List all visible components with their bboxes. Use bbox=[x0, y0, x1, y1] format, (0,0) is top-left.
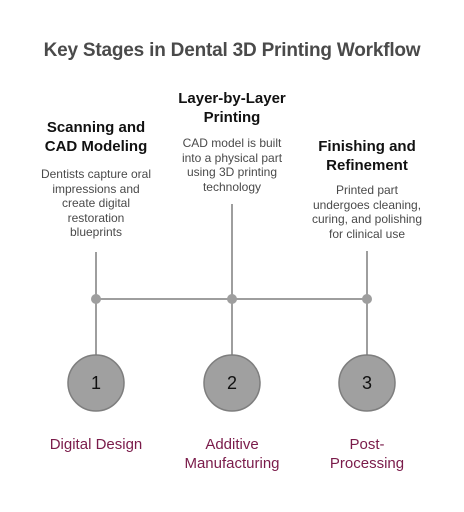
stage-3-label: Post- Processing bbox=[284, 435, 450, 473]
stage-3-description-line: curing, and polishing bbox=[311, 212, 423, 226]
stage-2-description-line: technology bbox=[202, 179, 262, 194]
stage-1-title-line: Scanning and bbox=[46, 119, 146, 136]
stage-1-circle bbox=[67, 354, 125, 412]
stage-3-label-line: Processing bbox=[329, 455, 405, 472]
stage-2-circle bbox=[203, 354, 261, 412]
diagram-title: Key Stages in Dental 3D Printing Workflo… bbox=[43, 40, 421, 61]
stage-3-description-line: undergoes cleaning, bbox=[312, 197, 422, 212]
stage-2-label-line: Additive bbox=[205, 436, 259, 453]
stage-3-dot bbox=[362, 294, 372, 304]
stage-1-title-line: CAD Modeling bbox=[44, 138, 148, 155]
stage-1-description-line: restoration bbox=[67, 210, 125, 225]
stage-1-description-line: create digital bbox=[61, 196, 131, 210]
stage-3-description-line: for clinical use bbox=[328, 226, 406, 241]
stage-1-dot bbox=[91, 294, 101, 304]
stage-3-circle bbox=[338, 354, 396, 412]
stage-2-title-line: Printing bbox=[203, 109, 261, 126]
stage-2-dot bbox=[227, 294, 237, 304]
stage-1-number: 1 bbox=[90, 373, 101, 393]
stage-1-description-line: Dentists capture oral bbox=[40, 167, 152, 181]
stage-3-number: 3 bbox=[361, 373, 372, 393]
stage-1-description-line: impressions and bbox=[52, 181, 140, 196]
stage-2-description-line: into a physical part bbox=[181, 150, 283, 165]
stage-1-title: Scanning and CAD Modeling bbox=[16, 118, 176, 156]
stage-2-label: Additive Manufacturing bbox=[152, 435, 312, 473]
stage-3-title-line: Refinement bbox=[326, 157, 408, 174]
stage-1-label: Digital Design bbox=[16, 435, 176, 454]
stage-2-label-line: Manufacturing bbox=[184, 455, 280, 472]
stage-2-title-line: Layer-by-Layer bbox=[178, 90, 286, 107]
stage-1-description-line: blueprints bbox=[69, 225, 123, 239]
stage-2-title: Layer-by-Layer Printing bbox=[152, 89, 312, 127]
stage-2-description-line: using 3D printing bbox=[186, 165, 278, 179]
stage-3-label-line: Post- bbox=[349, 436, 385, 453]
stage-1-description: Dentists capture oral impressions and cr… bbox=[16, 167, 176, 240]
stage-3-title-line: Finishing and bbox=[318, 138, 416, 155]
stage-2-description: CAD model is built into a physical part … bbox=[152, 136, 312, 194]
stage-3-title: Finishing and Refinement bbox=[284, 137, 450, 175]
stage-1-label-line: Digital Design bbox=[49, 436, 143, 453]
stage-2-number: 2 bbox=[226, 373, 237, 393]
stage-2-description-line: CAD model is built bbox=[182, 136, 282, 150]
stage-3-description: Printed part undergoes cleaning, curing,… bbox=[284, 183, 450, 241]
stage-3-description-line: Printed part bbox=[335, 183, 399, 197]
